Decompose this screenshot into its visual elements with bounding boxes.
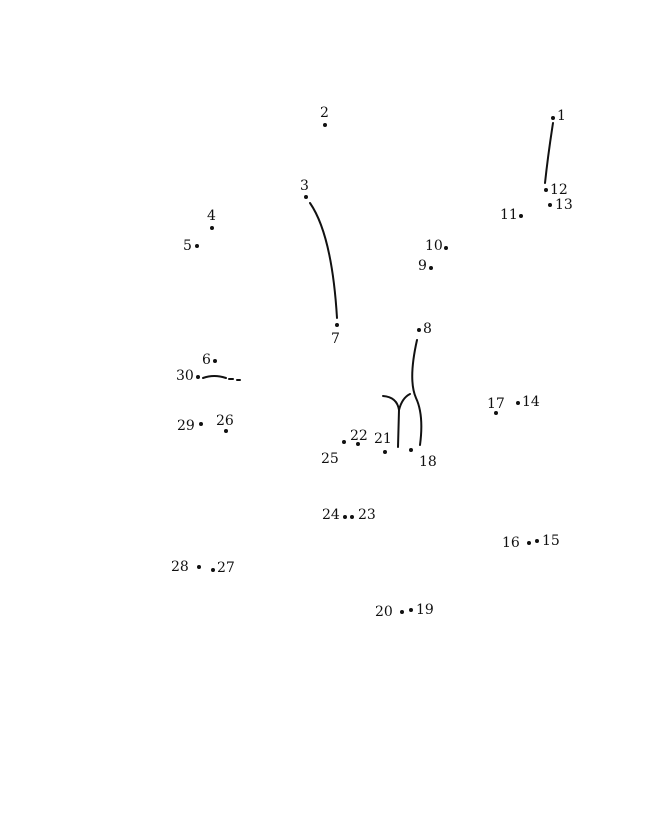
- dot-label-7: 7: [331, 331, 340, 347]
- dot-label-17: 17: [487, 396, 505, 412]
- dot-3[interactable]: [304, 195, 308, 199]
- dot-label-3: 3: [300, 178, 309, 194]
- dot-label-29: 29: [177, 418, 195, 434]
- dot-label-22: 22: [350, 428, 368, 444]
- dot-label-24: 24: [322, 507, 340, 523]
- guide-stroke-30-6: [202, 375, 227, 379]
- dot-label-21: 21: [374, 431, 392, 447]
- dot-label-15: 15: [542, 533, 560, 549]
- guide-stroke-1-12: [544, 122, 554, 184]
- dot-11[interactable]: [519, 214, 523, 218]
- dot-10[interactable]: [444, 246, 448, 250]
- dot-label-2: 2: [320, 105, 329, 121]
- dot-label-25: 25: [321, 451, 339, 467]
- dot-7[interactable]: [335, 323, 339, 327]
- dot-27[interactable]: [211, 568, 215, 572]
- dot-17[interactable]: [494, 411, 498, 415]
- dot-29[interactable]: [199, 422, 203, 426]
- dot-label-10: 10: [425, 238, 443, 254]
- dot-18[interactable]: [409, 448, 413, 452]
- dot-22[interactable]: [356, 442, 360, 446]
- dot-label-11: 11: [500, 207, 518, 223]
- guide-stroke-3-7: [309, 202, 338, 319]
- dot-label-8: 8: [423, 321, 432, 337]
- dot-20[interactable]: [400, 610, 404, 614]
- dot-label-30: 30: [176, 368, 194, 384]
- dot-9[interactable]: [429, 266, 433, 270]
- dot-label-14: 14: [522, 394, 540, 410]
- dot-24[interactable]: [343, 515, 347, 519]
- dot-21[interactable]: [383, 450, 387, 454]
- guide-stroke-v-right: [398, 393, 411, 411]
- dot-label-6: 6: [202, 352, 211, 368]
- dot-label-28: 28: [171, 559, 189, 575]
- dot-label-26: 26: [216, 413, 234, 429]
- dot-label-27: 27: [217, 560, 235, 576]
- dot-14[interactable]: [516, 401, 520, 405]
- dot-30[interactable]: [196, 375, 200, 379]
- dot-12[interactable]: [544, 188, 548, 192]
- dot-label-18: 18: [419, 454, 437, 470]
- dot-label-1: 1: [557, 108, 566, 124]
- dot-1[interactable]: [551, 116, 555, 120]
- dot-label-20: 20: [375, 604, 393, 620]
- dot-23[interactable]: [350, 515, 354, 519]
- dot-label-5: 5: [183, 238, 192, 254]
- dot-26[interactable]: [224, 429, 228, 433]
- dot-8[interactable]: [417, 328, 421, 332]
- dot-label-13: 13: [555, 197, 573, 213]
- dot-label-19: 19: [416, 602, 434, 618]
- dot-13[interactable]: [548, 203, 552, 207]
- dot-5[interactable]: [195, 244, 199, 248]
- dot-label-12: 12: [550, 182, 568, 198]
- dot-2[interactable]: [323, 123, 327, 127]
- guide-stroke-8-18: [411, 339, 423, 446]
- dot-4[interactable]: [210, 226, 214, 230]
- dot-25[interactable]: [342, 440, 346, 444]
- dot-label-23: 23: [358, 507, 376, 523]
- dot-label-16: 16: [502, 535, 520, 551]
- dot-28[interactable]: [197, 565, 201, 569]
- dot-6[interactable]: [213, 359, 217, 363]
- dot-label-4: 4: [207, 208, 216, 224]
- dot-label-9: 9: [418, 258, 427, 274]
- dot-15[interactable]: [535, 539, 539, 543]
- dot-16[interactable]: [527, 541, 531, 545]
- dot-19[interactable]: [409, 608, 413, 612]
